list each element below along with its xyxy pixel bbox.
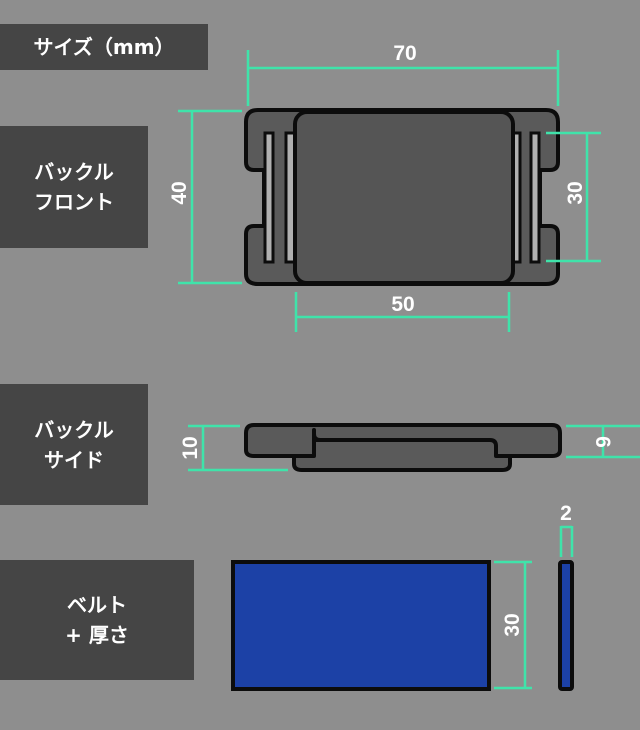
belt-front (231, 560, 491, 691)
dim-belt-thickness: 2 (559, 502, 574, 557)
dim-front-width: 70 (246, 42, 560, 106)
svg-text:50: 50 (391, 293, 414, 316)
left-slot (263, 131, 275, 264)
buckle-front-drawing (244, 108, 560, 286)
buckle-side-top (244, 423, 562, 458)
svg-text:2: 2 (560, 502, 572, 525)
svg-text:40: 40 (168, 181, 191, 204)
right-slot (529, 131, 541, 264)
svg-text:70: 70 (393, 42, 416, 65)
buckle-side-label: バックル サイド (0, 384, 148, 505)
svg-text:30: 30 (564, 181, 587, 204)
dim-front-plate: 50 (294, 292, 511, 332)
svg-text:10: 10 (179, 436, 202, 459)
svg-text:30: 30 (501, 613, 524, 636)
dim-front-height: 40 (168, 109, 242, 285)
buckle-side-bottom (292, 438, 512, 472)
size-title: サイズ（mm） (0, 24, 208, 70)
belt-edge (558, 560, 574, 691)
dim-front-slot: 30 (546, 131, 601, 263)
dim-side-total: 10 (179, 424, 288, 472)
dim-side-top: 6 (566, 424, 640, 459)
buckle-front-plate (293, 110, 515, 285)
dim-belt-width: 30 (494, 560, 532, 690)
belt-thickness-label: ベルト + 厚さ (0, 560, 194, 680)
buckle-side-drawing (244, 423, 562, 472)
svg-text:6: 6 (591, 436, 614, 448)
buckle-front-label: バックル フロント (0, 126, 148, 248)
